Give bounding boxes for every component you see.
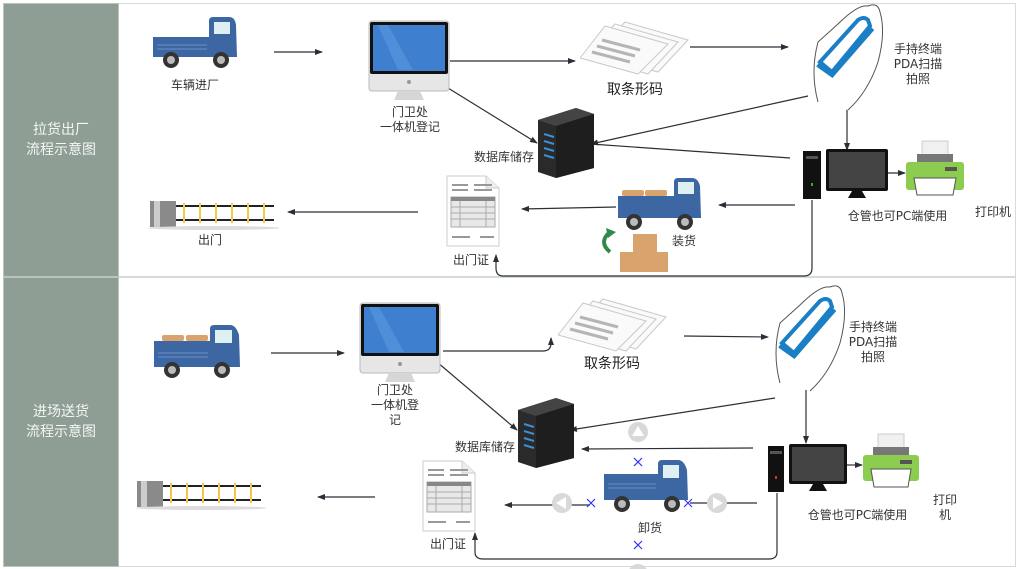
unloading-truck-icon (604, 460, 688, 512)
all-in-one-pc-icon (368, 20, 450, 100)
label-pc-2: 仓管也可PC端使用 (807, 508, 908, 522)
label-barcode: 取条形码 (607, 82, 663, 98)
arrow-pda-to-db (590, 95, 809, 146)
lane-label-pickup: 拉货出厂 流程示意图 (3, 3, 119, 277)
arrow-barcode2-to-pda (683, 333, 769, 340)
label-pda-2: 手持终端 PDA扫描 拍照 (848, 320, 898, 364)
arrow-gate2-to-db (436, 361, 518, 431)
exit-pass-document-icon-2 (422, 460, 476, 532)
barrier-gate-icon (148, 201, 279, 230)
all-in-one-pc-icon-2 (359, 302, 441, 382)
label-unloading: 卸货 (637, 521, 662, 535)
label-database-2: 数据库储存 (454, 440, 515, 454)
label-exit-pass: 出门证 (452, 253, 489, 267)
arrow-pc2-to-pass-loop (472, 493, 778, 560)
arrow-pc2-to-db (581, 445, 754, 452)
label-pc: 仓管也可PC端使用 (847, 209, 948, 223)
loaded-truck-icon (154, 325, 240, 378)
label-printer: 打印机 (974, 205, 1011, 219)
database-server-icon-2 (518, 398, 574, 468)
arrow-pc-to-db (590, 143, 791, 159)
selection-markers (586, 457, 693, 550)
label-truck-in: 车辆进厂 (170, 78, 219, 92)
printer-icon-2 (863, 433, 919, 488)
desktop-pc-icon (803, 149, 888, 199)
barcode-documents-icon (580, 21, 689, 75)
label-database: 数据库储存 (473, 150, 534, 164)
arrow-pda2-to-db (569, 397, 776, 432)
pda-handheld-icon (813, 4, 884, 111)
label-gate-terminal-2: 门卫处 一体机登 记 (370, 383, 419, 427)
arrow-gate2-to-barcode (443, 337, 554, 352)
arrow-loading-to-pass (521, 205, 617, 212)
connection-handles (552, 422, 727, 569)
printer-icon (906, 140, 964, 196)
lane-label-delivery: 进场送货 流程示意图 (3, 277, 119, 567)
pda-handheld-icon-2 (775, 285, 846, 392)
label-printer-2: 打印 机 (932, 493, 957, 522)
label-pda: 手持终端 PDA扫描 拍照 (893, 42, 943, 86)
arrow-pc-to-pass-loop (493, 200, 813, 277)
database-server-icon (538, 108, 594, 178)
desktop-pc-icon-2 (768, 444, 847, 492)
label-exit-gate: 出门 (197, 233, 222, 247)
truck-icon (153, 17, 237, 68)
arrow-gate-to-db (447, 87, 538, 144)
label-gate-terminal: 门卫处 一体机登记 (379, 105, 440, 134)
loading-truck-icon (602, 178, 701, 272)
exit-pass-document-icon (446, 175, 500, 247)
barrier-gate-icon-2 (135, 481, 266, 510)
label-exit-pass-2: 出门证 (429, 537, 466, 551)
barcode-documents-icon-2 (558, 298, 667, 352)
label-loading: 装货 (671, 234, 696, 248)
handle-down[interactable] (628, 564, 648, 569)
label-barcode-2: 取条形码 (584, 356, 640, 372)
